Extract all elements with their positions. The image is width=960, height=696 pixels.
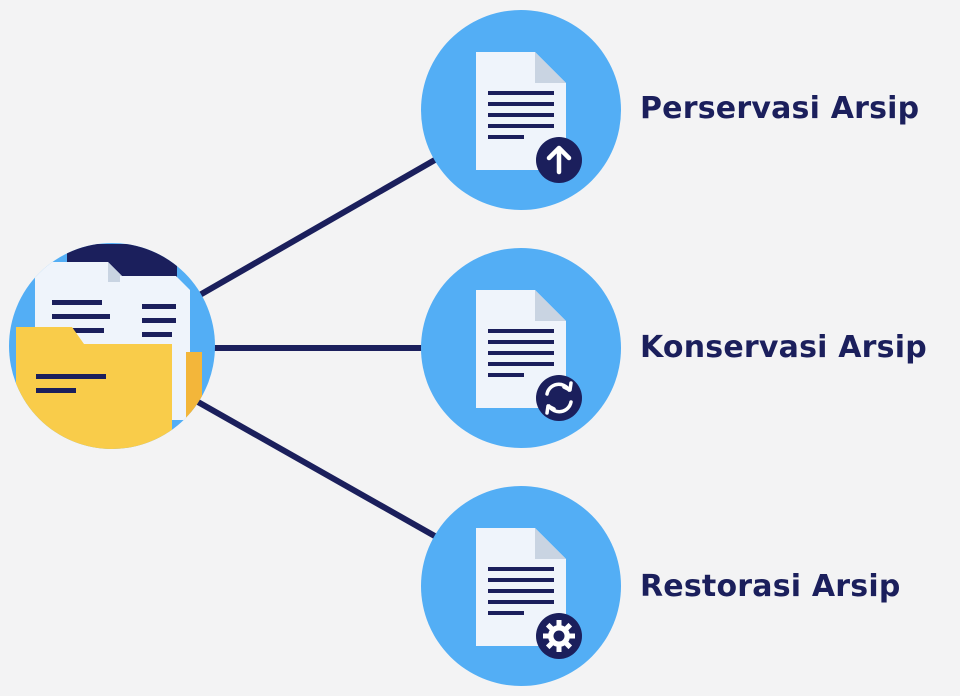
node-perservasi xyxy=(421,10,621,210)
arrow-up-icon xyxy=(536,137,582,183)
folder-hub xyxy=(9,243,215,449)
node-restorasi xyxy=(421,486,621,686)
connector-line-1 xyxy=(196,154,442,299)
node-label-perservasi: Perservasi Arsip xyxy=(640,91,920,126)
node-label-restorasi: Restorasi Arsip xyxy=(640,569,901,604)
node-konservasi xyxy=(421,248,621,448)
document-icon xyxy=(476,290,566,408)
sync-icon xyxy=(536,375,582,421)
connector-line-3 xyxy=(196,399,442,542)
gear-icon xyxy=(536,613,582,659)
node-label-konservasi: Konservasi Arsip xyxy=(640,330,927,365)
document-icon xyxy=(476,528,566,646)
document-icon xyxy=(476,52,566,170)
